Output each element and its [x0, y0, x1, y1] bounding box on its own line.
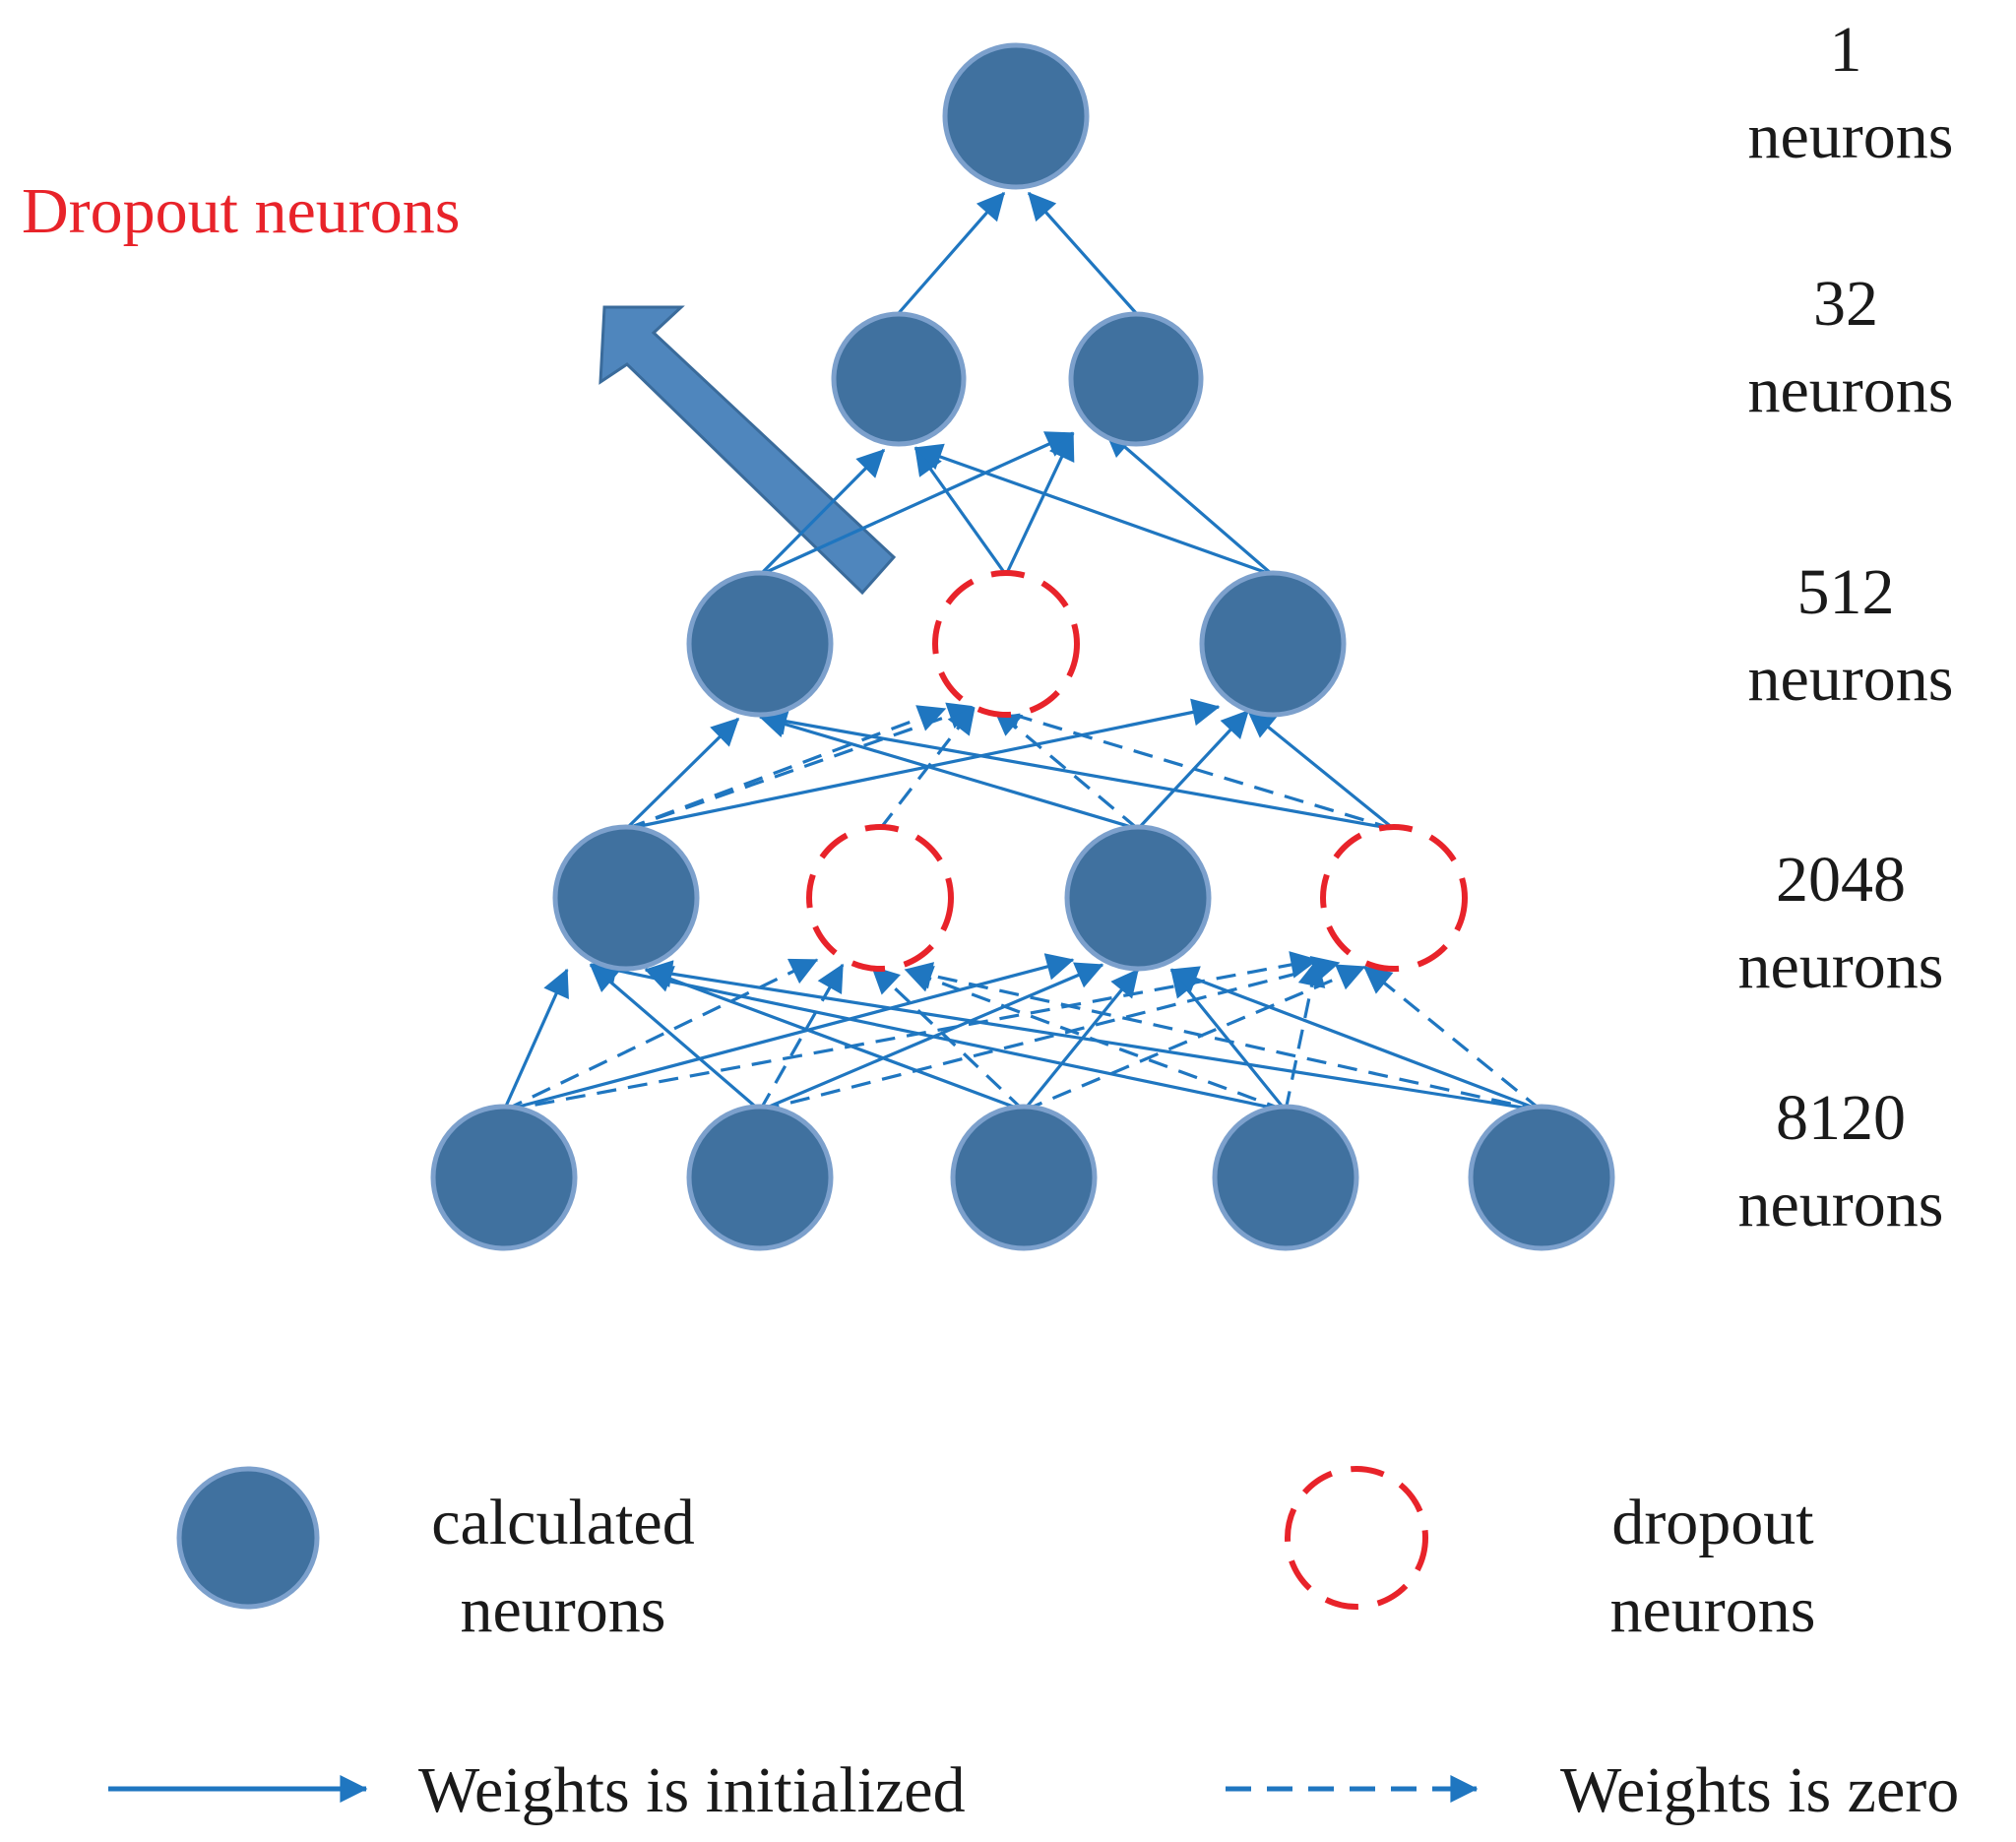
layer-2-count: 32: [1813, 268, 1878, 340]
layer-5-unit: neurons: [1738, 1169, 1944, 1240]
legend-zero-label: Weights is zero: [1560, 1754, 1959, 1826]
edge-input-3-to-h2048-0: [589, 956, 1287, 1112]
calculated-neuron-inp-2: [950, 1104, 1098, 1251]
dropout-callout-label: Dropout neurons: [22, 175, 460, 247]
edge-h32-1-to-out: [1027, 191, 1138, 315]
calculated-neuron-h512-0: [686, 570, 834, 718]
layer-3-count: 512: [1797, 556, 1895, 628]
legend-calculated-neuron-icon: [176, 1466, 320, 1610]
edge-h2048-to-h512-3: [625, 698, 1221, 831]
edge-h512-to-h32-4: [914, 443, 1274, 577]
edge-input-0-to-h2048-3: [503, 951, 1319, 1112]
legend-dropout-neuron-icon: [1285, 1466, 1428, 1610]
layer-5-count: 8120: [1776, 1082, 1906, 1154]
edge-h2048-to-h512-6: [1136, 709, 1250, 831]
edge-input-2-to-h2048-0: [644, 966, 1025, 1112]
edge-h32-0-to-out: [897, 191, 1006, 315]
dropout-neuron-h2048-3: [1320, 824, 1468, 972]
edge-input-1-to-h2048-0: [589, 963, 762, 1112]
legend-initialized-label: Weights is initialized: [418, 1754, 966, 1826]
calculated-neuron-inp-3: [1212, 1104, 1359, 1251]
edge-input-4-to-h2048-0: [644, 960, 1543, 1112]
dropout-neuron-h2048-1: [806, 824, 954, 972]
legend-calculated-line2: neurons: [461, 1574, 666, 1646]
edge-h2048-to-h512-1: [625, 705, 947, 831]
calculated-neuron-h2048-0: [552, 824, 700, 972]
edge-h2048-to-h512-9: [992, 703, 1395, 831]
edge-input-4-to-h2048-3: [1362, 965, 1544, 1112]
callout-arrow-body: [598, 305, 897, 596]
edge-h2048-to-h512-10: [1246, 709, 1396, 831]
legend-dropout-line1: dropout: [1611, 1487, 1813, 1558]
calculated-neuron-inp-4: [1468, 1104, 1615, 1251]
edge-input-0-to-h2048-2: [503, 953, 1075, 1112]
edge-input-1-to-h2048-3: [759, 956, 1341, 1112]
edge-input-3-to-h2048-3: [1284, 958, 1326, 1112]
edge-input-4-to-h2048-2: [1169, 966, 1543, 1112]
edge-input-1-to-h2048-1: [758, 963, 845, 1112]
calculated-neuron-inp-1: [686, 1104, 834, 1251]
dropout-neuron-h512-1: [932, 570, 1080, 718]
edge-h2048-to-h512-0: [624, 717, 740, 831]
calculated-neuron-inp-0: [430, 1104, 578, 1251]
edge-input-4-to-h2048-1: [904, 962, 1543, 1112]
calculated-neuron-h32-1: [1068, 311, 1204, 447]
edge-h512-to-h32-5: [1103, 428, 1275, 577]
edge-h512-to-h32-0: [759, 431, 1075, 577]
layer-4-unit: neurons: [1738, 930, 1944, 1002]
edge-input-0-to-h2048-0: [502, 968, 569, 1112]
edge-h2048-to-h512-7: [878, 705, 976, 830]
edge-h512-to-h32-2: [914, 446, 1008, 576]
nodes: [430, 42, 1615, 1251]
edge-h2048-to-h512-8: [758, 707, 1395, 831]
layer-1-unit: neurons: [1748, 100, 1954, 172]
layer-3-unit: neurons: [1748, 643, 1954, 715]
layer-4-count: 2048: [1776, 844, 1906, 916]
edges: [502, 191, 1544, 1112]
legend-calculated-line1: calculated: [431, 1487, 694, 1558]
edge-h512-to-h32-3: [1004, 431, 1075, 576]
edge-h2048-to-h512-4: [758, 711, 1139, 831]
calculated-neuron-h32-0: [831, 311, 967, 447]
edge-input-0-to-h2048-1: [503, 958, 819, 1112]
layer-2-unit: neurons: [1748, 354, 1954, 426]
legend: calculated neurons dropout neurons Weigh…: [108, 1466, 1959, 1826]
calculated-neuron-h2048-2: [1064, 824, 1212, 972]
edge-h512-to-h32-1: [758, 448, 886, 577]
calculated-neuron-out-0: [942, 42, 1090, 190]
legend-dropout-line2: neurons: [1610, 1574, 1816, 1646]
layer-1-count: 1: [1830, 14, 1862, 86]
edge-input-2-to-h2048-2: [1022, 968, 1140, 1112]
calculated-neuron-h512-2: [1199, 570, 1347, 718]
layer-labels: 1 neurons 32 neurons 512 neurons 2048 ne…: [1738, 14, 1954, 1240]
